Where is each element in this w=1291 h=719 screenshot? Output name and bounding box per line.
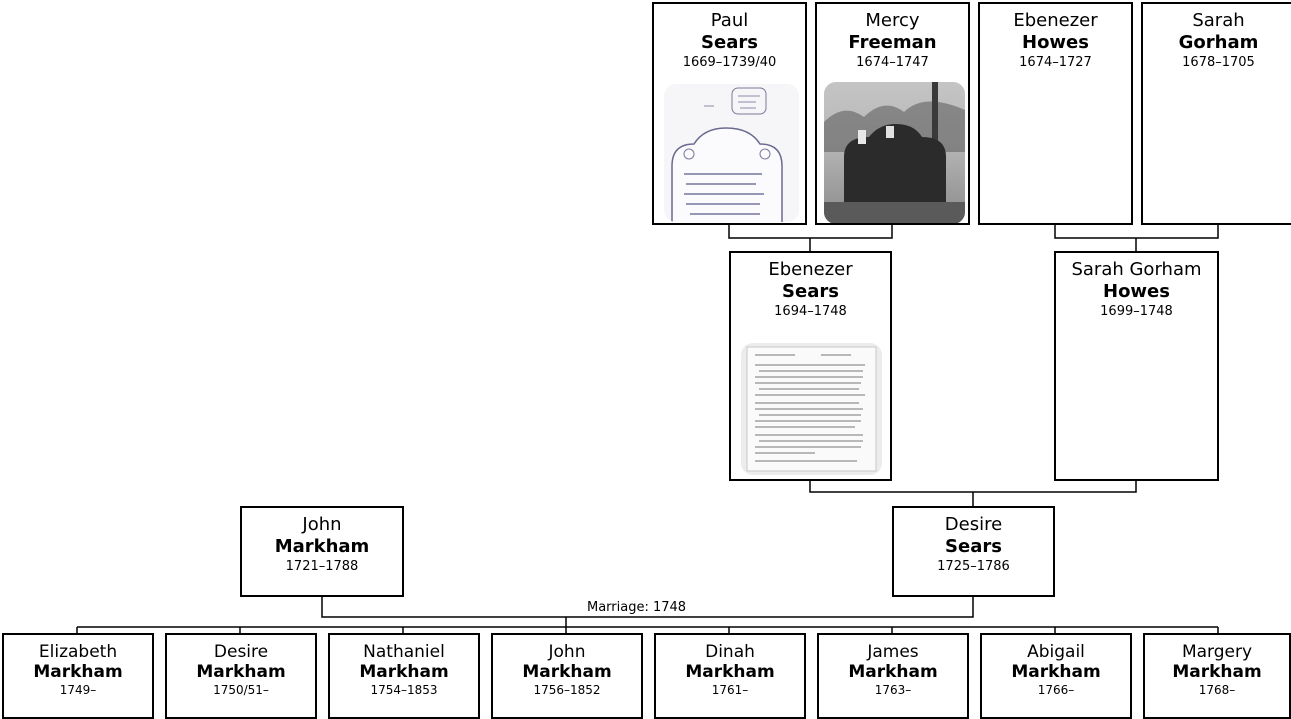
given-name: Desire bbox=[944, 514, 1003, 535]
life-dates: 1678–1705 bbox=[1182, 55, 1255, 70]
surname: Howes bbox=[1022, 32, 1089, 53]
given-name: Sarah Gorham bbox=[1071, 259, 1202, 280]
life-dates: 1750/51– bbox=[213, 683, 269, 697]
person-sarah-gorham[interactable]: Sarah Gorham 1678–1705 bbox=[1141, 2, 1291, 225]
life-dates: 1674–1747 bbox=[856, 55, 929, 70]
life-dates: 1761– bbox=[711, 683, 749, 697]
person-john-markham[interactable]: John Markham 1721–1788 bbox=[240, 506, 404, 597]
surname: Markham bbox=[685, 662, 775, 682]
life-dates: 1721–1788 bbox=[285, 559, 359, 574]
given-name: John bbox=[548, 642, 586, 662]
surname: Markham bbox=[1011, 662, 1101, 682]
surname: Markham bbox=[196, 662, 286, 682]
life-dates: 1756–1852 bbox=[533, 683, 601, 697]
given-name: Sarah bbox=[1192, 10, 1245, 31]
marriage-label: Marriage: 1748 bbox=[585, 600, 689, 615]
person-ebenezer-howes[interactable]: Ebenezer Howes 1674–1727 bbox=[978, 2, 1133, 225]
surname: Markham bbox=[522, 662, 612, 682]
surname: Freeman bbox=[848, 32, 937, 53]
given-name: Elizabeth bbox=[38, 642, 118, 662]
life-dates: 1763– bbox=[874, 683, 912, 697]
child-card[interactable]: James Markham 1763– bbox=[817, 633, 969, 719]
given-name: Nathaniel bbox=[363, 642, 445, 662]
child-card[interactable]: Desire Markham 1750/51– bbox=[165, 633, 317, 719]
life-dates: 1694–1748 bbox=[774, 304, 847, 319]
given-name: Ebenezer bbox=[768, 259, 853, 280]
child-card[interactable]: Nathaniel Markham 1754–1853 bbox=[328, 633, 480, 719]
surname: Markham bbox=[33, 662, 123, 682]
life-dates: 1674–1727 bbox=[1019, 55, 1092, 70]
surname: Markham bbox=[359, 662, 449, 682]
life-dates: 1749– bbox=[59, 683, 97, 697]
surname: Gorham bbox=[1178, 32, 1259, 53]
surname: Howes bbox=[1103, 281, 1170, 302]
life-dates: 1754–1853 bbox=[370, 683, 438, 697]
life-dates: 1725–1786 bbox=[937, 559, 1010, 574]
given-name: John bbox=[302, 514, 342, 535]
child-card[interactable]: Elizabeth Markham 1749– bbox=[2, 633, 154, 719]
life-dates: 1768– bbox=[1198, 683, 1236, 697]
given-name: Dinah bbox=[705, 642, 755, 662]
given-name: Paul bbox=[710, 10, 749, 31]
surname: Sears bbox=[701, 32, 758, 53]
person-desire-sears[interactable]: Desire Sears 1725–1786 bbox=[892, 506, 1055, 597]
document-page-image[interactable] bbox=[741, 343, 882, 475]
given-name: Desire bbox=[213, 642, 269, 662]
child-card[interactable]: John Markham 1756–1852 bbox=[491, 633, 643, 719]
given-name: James bbox=[867, 642, 919, 662]
given-name: Margery bbox=[1181, 642, 1253, 662]
person-sarah-gorham-howes[interactable]: Sarah Gorham Howes 1699–1748 bbox=[1054, 251, 1219, 481]
given-name: Ebenezer bbox=[1013, 10, 1098, 31]
surname: Markham bbox=[274, 536, 370, 557]
person-paul-sears[interactable]: Paul Sears 1669–1739/40 bbox=[652, 2, 807, 225]
life-dates: 1766– bbox=[1037, 683, 1075, 697]
given-name: Abigail bbox=[1027, 642, 1085, 662]
surname: Sears bbox=[782, 281, 839, 302]
surname: Markham bbox=[848, 662, 938, 682]
surname: Markham bbox=[1172, 662, 1262, 682]
given-name: Mercy bbox=[865, 10, 920, 31]
surname: Sears bbox=[945, 536, 1002, 557]
life-dates: 1669–1739/40 bbox=[682, 55, 777, 70]
child-card[interactable]: Abigail Markham 1766– bbox=[980, 633, 1132, 719]
child-card[interactable]: Dinah Markham 1761– bbox=[654, 633, 806, 719]
person-mercy-freeman[interactable]: Mercy Freeman 1674–1747 bbox=[815, 2, 970, 225]
child-card[interactable]: Margery Markham 1768– bbox=[1143, 633, 1291, 719]
gravestone-photo-image[interactable] bbox=[824, 82, 965, 223]
person-ebenezer-sears[interactable]: Ebenezer Sears 1694–1748 bbox=[729, 251, 892, 481]
gravestone-sketch-image[interactable] bbox=[664, 84, 799, 222]
life-dates: 1699–1748 bbox=[1100, 304, 1173, 319]
